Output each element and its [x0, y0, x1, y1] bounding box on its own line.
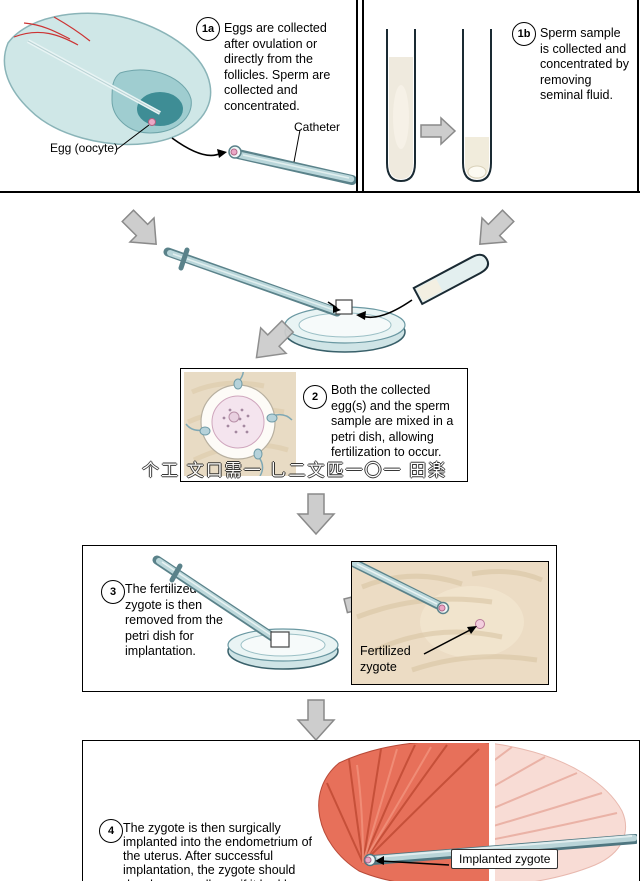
step-1b-caption: Sperm sample is collected and concentrat… — [540, 26, 629, 102]
catheter-pointer-line — [293, 129, 301, 163]
collected-egg-dot — [230, 148, 238, 156]
zygote-pointer-arrow — [423, 628, 473, 655]
zygote-inset-illustration — [352, 562, 543, 673]
ovary-illustration — [3, 12, 212, 151]
fertilized-zygote-label: Fertilized zygote — [360, 644, 411, 674]
step-2-badge: 2 — [303, 385, 327, 409]
uterus-illustration — [318, 743, 637, 881]
sperm-tails — [185, 372, 293, 476]
mixing-target-square — [335, 299, 353, 315]
oocyte-dot — [148, 118, 156, 126]
test-tube-2 — [462, 29, 492, 183]
uterine-folds-left — [326, 744, 480, 864]
top-section-divider — [0, 191, 640, 193]
step-1b-badge: 1b — [512, 22, 536, 46]
egg-pointer-line — [115, 124, 150, 151]
catheter-connector — [178, 247, 190, 271]
fertilization-micrograph — [184, 372, 296, 476]
arrow-down-right — [121, 209, 157, 245]
panel-right-border — [637, 0, 639, 191]
implanted-zygote-dot — [364, 856, 372, 864]
mixing-illustration — [163, 247, 490, 359]
catheter-label: Catheter — [294, 120, 341, 134]
step-2-panel: 2 Both the collected egg(s) and the sper… — [180, 368, 468, 482]
step-4-panel: 4 The zygote is then surgically implante… — [82, 740, 640, 881]
step-3-caption: The fertilized zygote is then removed fr… — [125, 582, 223, 658]
sperm-heads — [199, 378, 278, 460]
fertilized-zygote-dot — [475, 619, 485, 629]
zygote-removal-illustration — [152, 555, 339, 670]
test-tube-1 — [386, 29, 416, 183]
test-tubes-illustration — [386, 29, 492, 183]
endometrium-left — [318, 743, 489, 881]
implanted-zygote-arrow — [380, 860, 450, 866]
step-3-panel: 3 The fertilized zygote is then removed … — [82, 545, 557, 692]
implanted-zygote-label: Implanted zygote — [451, 849, 559, 869]
step-3-badge: 3 — [101, 580, 125, 604]
step-4-caption: The zygote is then surgically implanted … — [123, 821, 312, 881]
zygote-inset: Fertilized zygote — [351, 561, 549, 685]
watermark-text: 个工 文口需一 乚二文匹一〇一 田楽 — [142, 461, 448, 480]
step-2-caption: Both the collected egg(s) and the sperm … — [331, 383, 454, 459]
arrow-into-step2 — [255, 319, 295, 359]
egg-to-catheter-arrow — [171, 137, 222, 157]
collection-catheter-illustration — [171, 129, 357, 185]
step-4-badge: 4 — [99, 819, 123, 843]
image-split-divider — [489, 743, 495, 881]
panel-divider-line-2 — [362, 0, 364, 191]
blood-vessels — [13, 16, 91, 46]
egg-granules — [222, 408, 250, 434]
sperm-pellet — [467, 165, 487, 179]
panel-divider-line-1 — [356, 0, 358, 191]
step-1a-badge: 1a — [196, 17, 220, 41]
catheter-pour-arrow — [327, 301, 338, 309]
egg-label: Egg (oocyte) — [50, 141, 119, 155]
tilted-test-tube — [412, 253, 490, 306]
arrow-down-left — [479, 209, 515, 245]
arrow-down-1 — [296, 493, 336, 536]
zoom-square — [270, 631, 290, 648]
arrow-down-2 — [296, 699, 336, 742]
tube-transfer-arrow — [420, 116, 457, 146]
step-1a-caption: Eggs are collected after ovulation or di… — [224, 21, 331, 113]
